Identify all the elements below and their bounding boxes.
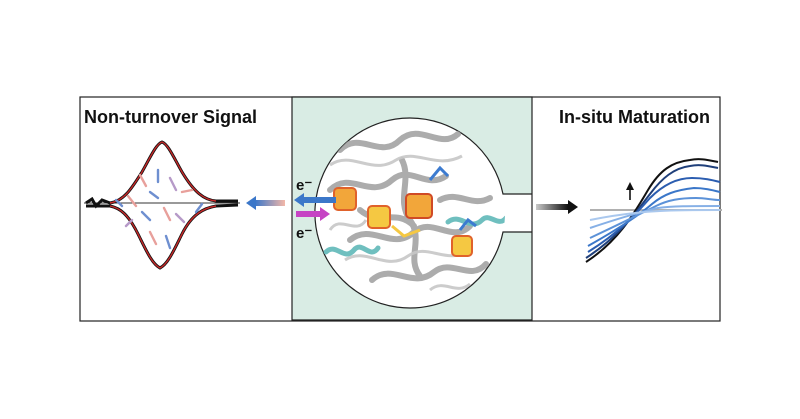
gradient-arrow-icon: [246, 196, 285, 210]
maturation-curves: [585, 158, 721, 263]
electrode-chamber: [291, 96, 533, 321]
metal-clusters: [333, 165, 477, 257]
electron-out-arrow-icon: [294, 193, 336, 207]
voltammogram-trace: [85, 140, 239, 270]
left-panel-title: Non-turnover Signal: [84, 107, 257, 127]
gradient-arrow-icon-right: [536, 200, 578, 214]
increase-arrow-icon: [626, 182, 634, 200]
left-panel: Non-turnover Signal: [84, 107, 285, 270]
center-panel: e⁻ e⁻: [291, 96, 533, 321]
protein-structure: [323, 130, 505, 292]
teal-helix-right: [445, 215, 505, 227]
molecular-orientation-dashes: [114, 168, 204, 250]
electron-in-label: e⁻: [296, 225, 312, 242]
right-panel-title: In-situ Maturation: [559, 107, 710, 127]
electron-in-arrow-icon: [296, 207, 330, 221]
electron-out-label: e⁻: [296, 177, 312, 194]
right-panel: In-situ Maturation: [536, 107, 722, 263]
voltammogram-fit: [109, 141, 217, 269]
